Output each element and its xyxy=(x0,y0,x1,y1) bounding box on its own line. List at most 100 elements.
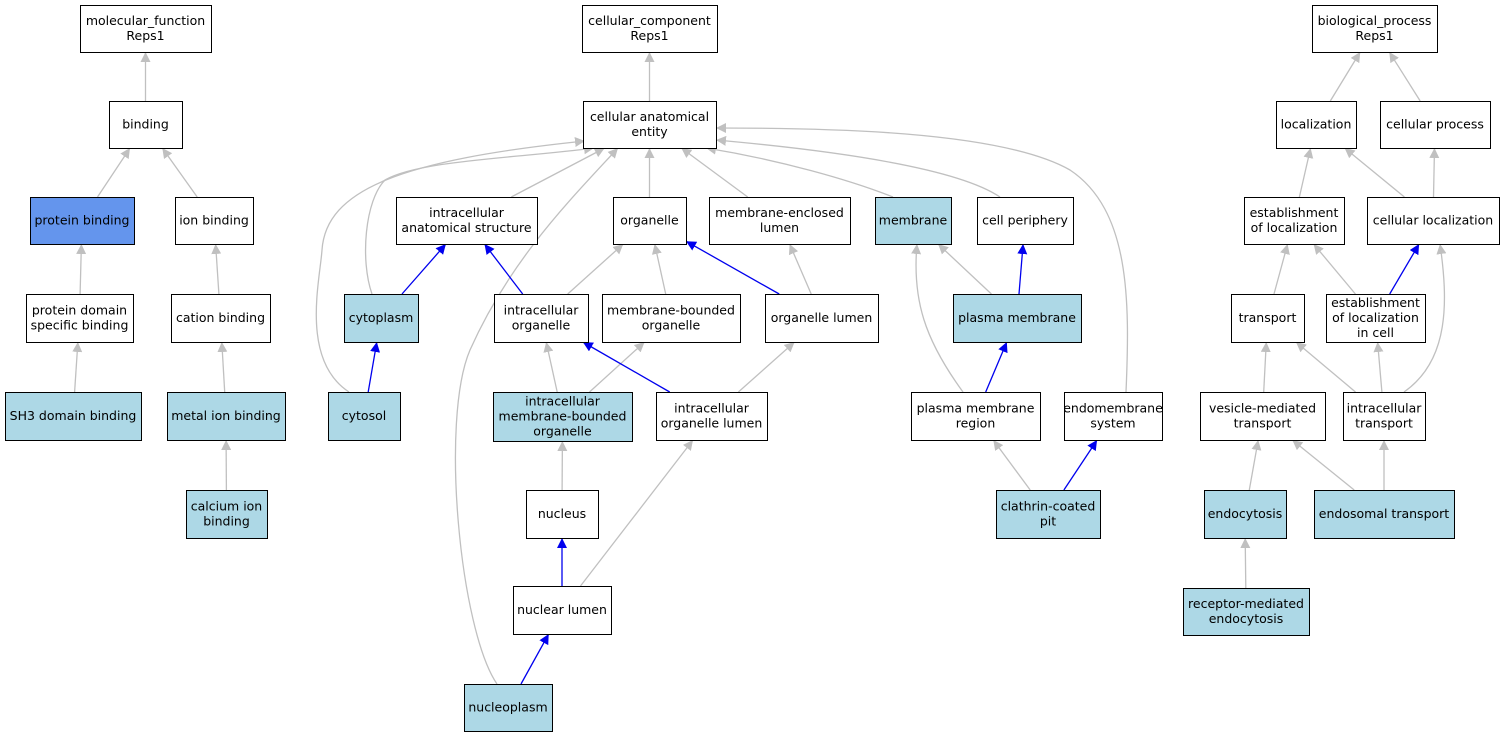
term-label: cytoplasm xyxy=(349,310,414,325)
term-box xyxy=(175,197,254,245)
term-label: calcium ion xyxy=(191,499,262,514)
term-label: plasma membrane xyxy=(958,310,1076,325)
term-label: membrane xyxy=(879,213,948,228)
term-node-protein-binding[interactable]: protein binding xyxy=(30,197,135,245)
term-node-endosomal-transport[interactable]: endosomal transport xyxy=(1314,490,1455,539)
is-a-edge-cell-periphery-to-cellular-anatomical-entity xyxy=(715,135,1001,198)
term-label: Reps1 xyxy=(126,28,164,43)
term-node-cytoplasm[interactable]: cytoplasm xyxy=(344,294,419,343)
term-node-organelle[interactable]: organelle xyxy=(613,197,687,245)
term-box xyxy=(186,490,268,539)
is-a-edge-cation-binding-to-ion-binding xyxy=(211,243,222,295)
is-a-edge-intracellular-organelle-lumen-to-organelle-lumen xyxy=(737,341,796,393)
term-label: of localization xyxy=(1332,310,1419,325)
term-node-localization[interactable]: localization xyxy=(1276,101,1357,149)
term-label: receptor-mediated xyxy=(1188,596,1304,611)
term-node-binding[interactable]: binding xyxy=(109,101,183,149)
term-node-transport[interactable]: transport xyxy=(1231,294,1305,343)
is-a-edge-receptor-mediated-endocytosis-to-endocytosis xyxy=(1240,537,1251,589)
is-a-edge-cellular-localization-to-cellular-process xyxy=(1429,147,1440,198)
term-label: vesicle-mediated xyxy=(1209,401,1316,416)
term-box xyxy=(167,392,286,441)
term-node-organelle-lumen[interactable]: organelle lumen xyxy=(765,294,879,343)
term-label: binding xyxy=(203,514,250,529)
is-a-edge-intracellular-membrane-bounded-organelle-to-intracellular-organelle xyxy=(543,341,558,393)
term-label: endosomal transport xyxy=(1319,506,1449,521)
term-label: binding xyxy=(122,117,169,132)
term-label: plasma membrane xyxy=(917,401,1035,416)
term-node-cell-periphery[interactable]: cell periphery xyxy=(977,197,1074,245)
term-node-cytosol[interactable]: cytosol xyxy=(328,392,401,441)
term-label: endomembrane xyxy=(1063,401,1163,416)
is-a-edge-clathrin-coated-pit-to-plasma-membrane-region xyxy=(992,439,1031,491)
term-node-ion-binding[interactable]: ion binding xyxy=(175,197,254,245)
term-box xyxy=(1326,294,1426,343)
term-label: organelle xyxy=(533,424,592,439)
term-node-membrane[interactable]: membrane xyxy=(875,197,952,245)
term-node-nuclear-lumen[interactable]: nuclear lumen xyxy=(513,586,612,635)
term-box xyxy=(1314,490,1455,539)
term-label: metal ion binding xyxy=(171,408,281,423)
term-label: Reps1 xyxy=(1355,28,1393,43)
term-node-endocytosis[interactable]: endocytosis xyxy=(1204,490,1287,539)
is-a-edge-sh3-domain-binding-to-protein-domain-specific-binding xyxy=(72,341,83,393)
term-node-plasma-membrane[interactable]: plasma membrane xyxy=(953,294,1082,343)
term-box xyxy=(875,197,952,245)
term-box xyxy=(109,101,183,149)
term-node-nucleus[interactable]: nucleus xyxy=(526,490,599,539)
term-label: entity xyxy=(631,124,668,139)
term-node-sh3-domain-binding[interactable]: SH3 domain binding xyxy=(5,392,142,441)
term-box xyxy=(1200,392,1326,441)
term-node-metal-ion-binding[interactable]: metal ion binding xyxy=(167,392,286,441)
term-box xyxy=(656,392,768,441)
term-label: cell periphery xyxy=(982,213,1068,228)
term-label: organelle xyxy=(642,318,701,333)
term-node-cellular-process[interactable]: cellular process xyxy=(1380,101,1491,149)
term-node-nucleoplasm[interactable]: nucleoplasm xyxy=(464,684,553,732)
is-a-edge-cellular-localization-to-localization xyxy=(1344,147,1405,198)
is-a-edge-membrane-enclosed-lumen-to-cellular-anatomical-entity xyxy=(680,147,749,198)
term-label: nucleus xyxy=(538,506,586,521)
term-box xyxy=(1343,392,1426,441)
term-label: membrane-enclosed xyxy=(715,205,844,220)
term-label: membrane-bounded xyxy=(607,303,735,318)
term-box xyxy=(513,586,612,635)
is-a-edge-localization-to-bp-root xyxy=(1329,51,1361,102)
term-label: cellular localization xyxy=(1373,213,1493,228)
term-label: biological_process xyxy=(1318,13,1432,28)
term-label: transport xyxy=(1234,416,1292,431)
term-box xyxy=(1312,5,1438,53)
term-label: cellular process xyxy=(1386,117,1484,132)
edge-layer xyxy=(72,51,1447,685)
term-box xyxy=(526,490,599,539)
term-label: clathrin-coated xyxy=(1001,499,1096,514)
term-node-cellular-localization[interactable]: cellular localization xyxy=(1367,197,1500,245)
term-box xyxy=(494,294,589,343)
is-a-edge-endosomal-transport-to-vesicle-mediated-transport xyxy=(1291,439,1355,491)
is-a-edge-vesicle-mediated-transport-to-transport xyxy=(1260,341,1271,393)
term-label: cellular_component xyxy=(588,13,711,28)
term-node-cation-binding[interactable]: cation binding xyxy=(171,294,271,343)
term-label: protein domain xyxy=(32,303,127,318)
